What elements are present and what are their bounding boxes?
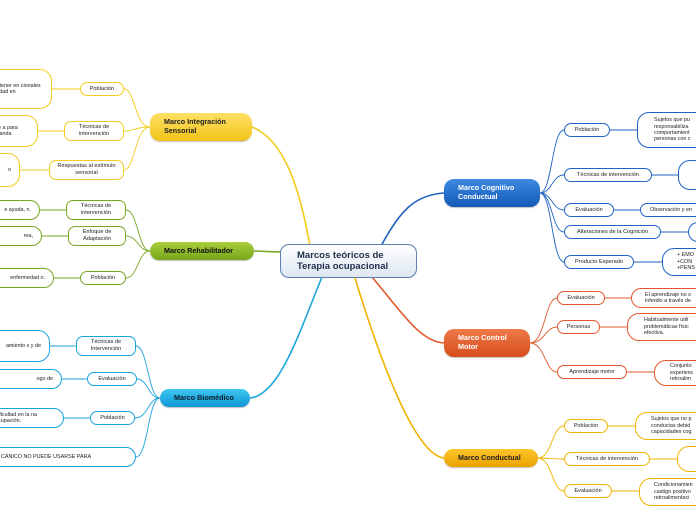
subtopic-producto-esperado[interactable]: Producto Esperado <box>564 255 634 269</box>
subtopic-tecnicas-intervencion[interactable]: Técnicas de intervención <box>66 200 126 220</box>
subtopic-tecnicas-intervencion[interactable]: Técnicas de Intervención <box>76 336 136 356</box>
branch-marco-conductual[interactable]: Marco Conductual <box>444 449 538 467</box>
branch-marco-cognitivo-conductual[interactable]: Marco Cognitivo Conductual <box>444 179 540 207</box>
leaf-note[interactable]: e ayuda, n. <box>0 200 40 220</box>
leaf-note[interactable]: enfermedad o. <box>0 268 54 288</box>
leaf-note[interactable]: + EMO +CON +PENS <box>662 248 696 276</box>
branch-marco-biomedico[interactable]: Marco Biomédico <box>160 389 250 407</box>
central-topic[interactable]: Marcos teóricos de Terapia ocupacional <box>280 244 417 278</box>
subtopic-poblacion[interactable]: Población <box>564 419 608 433</box>
subtopic-poblacion[interactable]: Población <box>90 411 135 425</box>
subtopic-enfoque-adaptacion[interactable]: Enfoque de Adaptación <box>68 226 126 246</box>
leaf-note-truncated[interactable] <box>677 446 696 472</box>
subtopic-tecnicas-intervencion[interactable]: Técnicas de intervención <box>564 168 652 182</box>
leaf-note[interactable]: Habitualmente utili problemáticas físic … <box>627 313 696 341</box>
leaf-note[interactable]: rea, <box>0 226 42 246</box>
leaf-note[interactable]: ogo de <box>0 369 62 389</box>
leaf-note[interactable]: Condicionamien castigo positivo retroali… <box>639 478 696 506</box>
leaf-note[interactable]: Sujetos que pu responsabiliza comportami… <box>637 112 696 148</box>
subtopic-aprendizaje-motor[interactable]: Aprendizaje motor <box>557 365 627 379</box>
subtopic-respuestas-estimulo[interactable]: Respuestas al estímulo sensorial <box>49 160 124 180</box>
branch-marco-integracion-sensorial[interactable]: Marco Integración Sensorial <box>150 113 252 141</box>
leaf-note[interactable]: o <box>0 153 20 187</box>
subtopic-evaluacion[interactable]: Evaluación <box>564 484 612 498</box>
subtopic-poblacion[interactable]: Población <box>564 123 610 137</box>
leaf-note[interactable]: n tener en cionales y dad en <box>0 69 52 109</box>
subtopic-evaluacion[interactable]: Evaluación <box>557 291 605 305</box>
leaf-note[interactable]: amiento s y de <box>0 330 50 362</box>
leaf-note-truncated[interactable] <box>678 160 696 190</box>
subtopic-poblacion[interactable]: Población <box>80 82 124 96</box>
leaf-note[interactable]: Conjunto experienc retroalim <box>654 360 696 386</box>
leaf-note[interactable]: Observación y en <box>640 203 696 217</box>
subtopic-poblacion[interactable]: Población <box>80 271 126 285</box>
subtopic-alteraciones-cognicion[interactable]: Alteraciones de la Cognición <box>564 225 661 239</box>
subtopic-tecnicas-intervencion[interactable]: Técnicas de intervención <box>564 452 650 466</box>
leaf-note[interactable]: dificultad en la na ocupación. <box>0 408 64 428</box>
leaf-note[interactable]: de a para manda <box>0 115 38 147</box>
branch-marco-control-motor[interactable]: Marco Control Motor <box>444 329 530 357</box>
branch-marco-rehabilitador[interactable]: Marco Rehabilitador <box>150 242 254 260</box>
subtopic-evaluacion[interactable]: Evaluación <box>564 203 614 217</box>
leaf-note[interactable]: El aprendizaje no s inferido a través de <box>631 288 696 308</box>
subtopic-personas[interactable]: Personas <box>557 320 600 334</box>
leaf-note[interactable]: Sujetos que no p conductas debid capacid… <box>635 412 696 440</box>
subtopic-evaluacion[interactable]: Evaluación <box>87 372 137 386</box>
subtopic-tecnicas-intervencion[interactable]: Técnicas de intervención <box>64 121 124 141</box>
leaf-note[interactable]: CÁNICO NO PUEDE USARSE PARA <box>0 447 136 467</box>
